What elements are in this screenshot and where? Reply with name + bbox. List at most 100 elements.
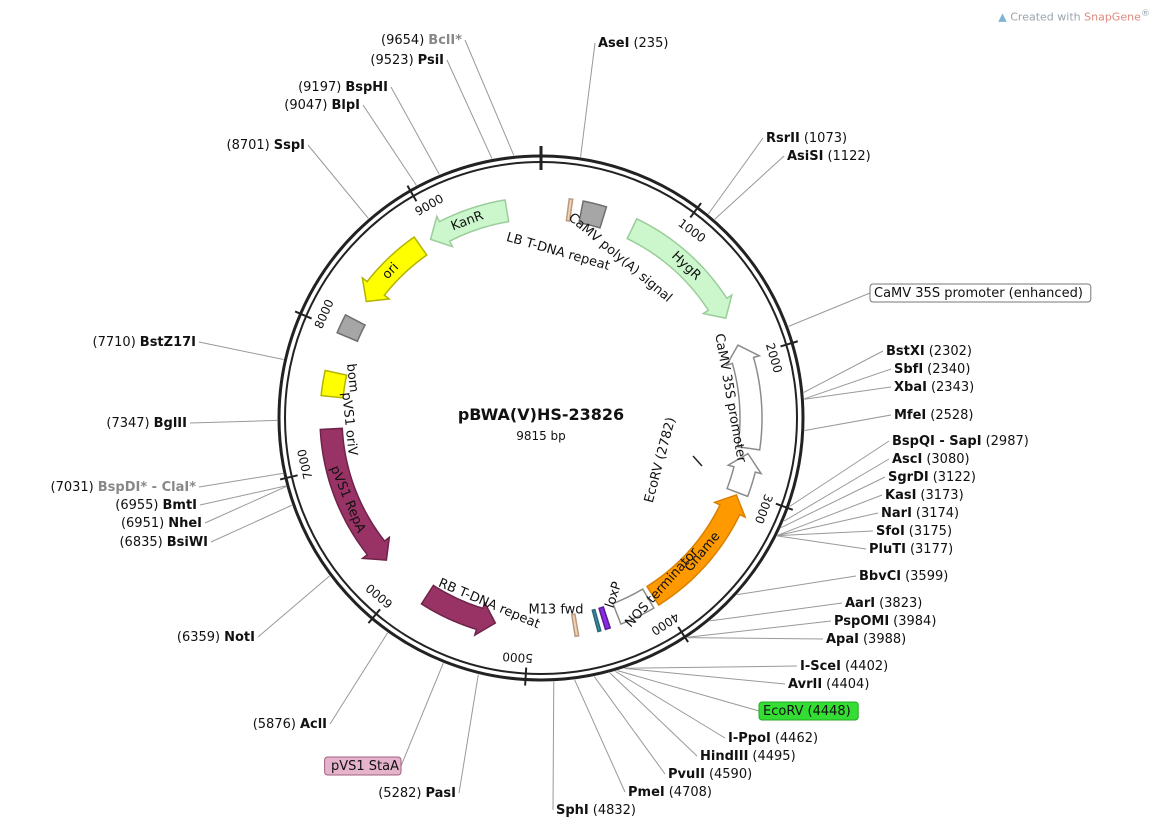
site-bcli-[interactable]: (9654) BclI* bbox=[381, 31, 462, 48]
tick-mark bbox=[367, 608, 381, 624]
site-i-scei[interactable]: I-SceI (4402) bbox=[800, 657, 888, 674]
feature-ori[interactable] bbox=[361, 235, 428, 303]
site-position: (3174) bbox=[916, 506, 959, 521]
site-leader-line bbox=[210, 504, 293, 543]
feature-kanr[interactable] bbox=[429, 199, 510, 248]
site-name: BspQI - SapI bbox=[892, 434, 982, 449]
feature-hygr[interactable] bbox=[626, 217, 734, 320]
site-label: XbaI (2343) bbox=[894, 378, 974, 395]
site-name: PluTI bbox=[869, 542, 906, 557]
site-name: SphI bbox=[556, 803, 589, 818]
site-leader-line bbox=[198, 341, 284, 361]
site-ecorv[interactable]: EcoRV (4448) bbox=[758, 701, 859, 721]
site-leader-line bbox=[580, 42, 596, 158]
site-position: (4462) bbox=[775, 731, 818, 746]
site-bglii[interactable]: (7347) BglII bbox=[106, 414, 187, 431]
site-pmei[interactable]: PmeI (4708) bbox=[628, 783, 712, 800]
site-sphi[interactable]: SphI (4832) bbox=[556, 801, 636, 818]
site-position: (2302) bbox=[929, 344, 972, 359]
site-label: MfeI (2528) bbox=[894, 406, 973, 423]
site-name: XbaI bbox=[894, 380, 927, 395]
feature-pvs1ori[interactable] bbox=[320, 369, 348, 399]
site-leader-line bbox=[624, 665, 798, 669]
tick-mark bbox=[689, 202, 702, 219]
site-pvs1-staa[interactable]: pVS1 StaA bbox=[324, 756, 402, 776]
site-mfei[interactable]: MfeI (2528) bbox=[894, 406, 973, 423]
site-name: BspDI* - ClaI* bbox=[98, 480, 196, 495]
feature-loxp[interactable] bbox=[598, 606, 612, 631]
site-sfoi[interactable]: SfoI (3175) bbox=[876, 522, 952, 539]
snapgene-logo-icon: ▲ bbox=[998, 10, 1007, 24]
site-leader-line bbox=[458, 674, 479, 794]
site-bspqi-sapi[interactable]: BspQI - SapI (2987) bbox=[892, 432, 1029, 449]
plasmid-name: pBWA(V)HS-23826 bbox=[458, 405, 624, 424]
site-sspi[interactable]: (8701) SspI bbox=[227, 136, 305, 153]
feature-rbtdna[interactable] bbox=[570, 613, 580, 638]
site-nhei[interactable]: (6951) NheI bbox=[121, 514, 202, 531]
site-kasi[interactable]: KasI (3173) bbox=[885, 486, 964, 503]
site-avrii[interactable]: AvrII (4404) bbox=[788, 675, 869, 692]
site-bstxi[interactable]: BstXI (2302) bbox=[886, 342, 972, 359]
site-name: BclI* bbox=[428, 33, 462, 48]
site-acli[interactable]: (5876) AclI bbox=[253, 715, 327, 732]
site-noti[interactable]: (6359) NotI bbox=[177, 628, 255, 645]
site-blpi[interactable]: (9047) BlpI bbox=[284, 96, 360, 113]
site-bstz17i[interactable]: (7710) BstZ17I bbox=[93, 333, 196, 350]
site-bsiwi[interactable]: (6835) BsiWI bbox=[119, 533, 208, 550]
tick-label: 5000 bbox=[502, 649, 533, 665]
site-label-box bbox=[869, 283, 1092, 303]
feature-statan[interactable] bbox=[420, 584, 497, 637]
site-hindiii[interactable]: HindIII (4495) bbox=[700, 747, 796, 764]
site-label: BbvCI (3599) bbox=[859, 567, 948, 584]
feature-repa[interactable] bbox=[319, 427, 391, 561]
site-position: (6951) bbox=[121, 516, 164, 531]
site-name: ApaI bbox=[826, 632, 859, 647]
feature-camv35s[interactable] bbox=[725, 344, 763, 451]
feature-lbtdna[interactable] bbox=[565, 197, 574, 222]
feature-bom[interactable] bbox=[336, 313, 367, 343]
feature-gname[interactable] bbox=[645, 494, 747, 607]
site-sbfi[interactable]: SbfI (2340) bbox=[894, 360, 970, 377]
site-name: BstXI bbox=[886, 344, 925, 359]
site-leader-line bbox=[687, 637, 824, 640]
site-leader-line bbox=[400, 663, 444, 767]
site-rsrii[interactable]: RsrII (1073) bbox=[766, 129, 847, 146]
site-position: (9654) bbox=[381, 33, 424, 48]
site-asci[interactable]: AscI (3080) bbox=[892, 450, 970, 467]
site-asei[interactable]: AseI (235) bbox=[598, 34, 668, 51]
site-camv-35s-promoter-enhanced-[interactable]: CaMV 35S promoter (enhanced) bbox=[869, 283, 1092, 303]
site-pspomi[interactable]: PspOMI (3984) bbox=[834, 612, 936, 629]
site-label: KasI (3173) bbox=[885, 486, 964, 503]
site-leader-line bbox=[708, 137, 764, 215]
site-psii[interactable]: (9523) PsiI bbox=[370, 51, 444, 68]
site-name: BmtI bbox=[162, 498, 197, 513]
site-leader-line bbox=[609, 672, 698, 757]
site-nari[interactable]: NarI (3174) bbox=[881, 504, 959, 521]
site-position: (235) bbox=[633, 36, 668, 51]
site-pvuii[interactable]: PvuII (4590) bbox=[668, 765, 752, 782]
site-aari[interactable]: AarI (3823) bbox=[845, 594, 922, 611]
site-leader-line bbox=[574, 679, 626, 793]
site-xbai[interactable]: XbaI (2343) bbox=[894, 378, 974, 395]
feature-polya[interactable] bbox=[578, 200, 608, 229]
site-name: AsiSI bbox=[787, 149, 823, 164]
site-position: (5282) bbox=[378, 786, 421, 801]
feature-nos[interactable] bbox=[611, 588, 655, 626]
site-name: KasI bbox=[885, 488, 916, 503]
feature-camv35s-enh[interactable] bbox=[726, 452, 763, 498]
site-pasi[interactable]: (5282) PasI bbox=[378, 784, 456, 801]
tick-mark bbox=[775, 502, 794, 511]
site-bspdi-clai-[interactable]: (7031) BspDI* - ClaI* bbox=[51, 478, 197, 495]
site-position: (3122) bbox=[933, 470, 976, 485]
site-bsphi[interactable]: (9197) BspHI bbox=[298, 78, 388, 95]
site-apai[interactable]: ApaI (3988) bbox=[826, 630, 906, 647]
feature-m13[interactable] bbox=[591, 608, 602, 633]
site-position: (9197) bbox=[298, 80, 341, 95]
site-bmti[interactable]: (6955) BmtI bbox=[115, 496, 197, 513]
site-bbvci[interactable]: BbvCI (3599) bbox=[859, 567, 948, 584]
site-i-ppoi[interactable]: I-PpoI (4462) bbox=[728, 729, 818, 746]
site-asisi[interactable]: AsiSI (1122) bbox=[787, 147, 871, 164]
site-pluti[interactable]: PluTI (3177) bbox=[869, 540, 953, 557]
site-label: (6359) NotI bbox=[177, 628, 255, 645]
site-sgrdi[interactable]: SgrDI (3122) bbox=[888, 468, 976, 485]
